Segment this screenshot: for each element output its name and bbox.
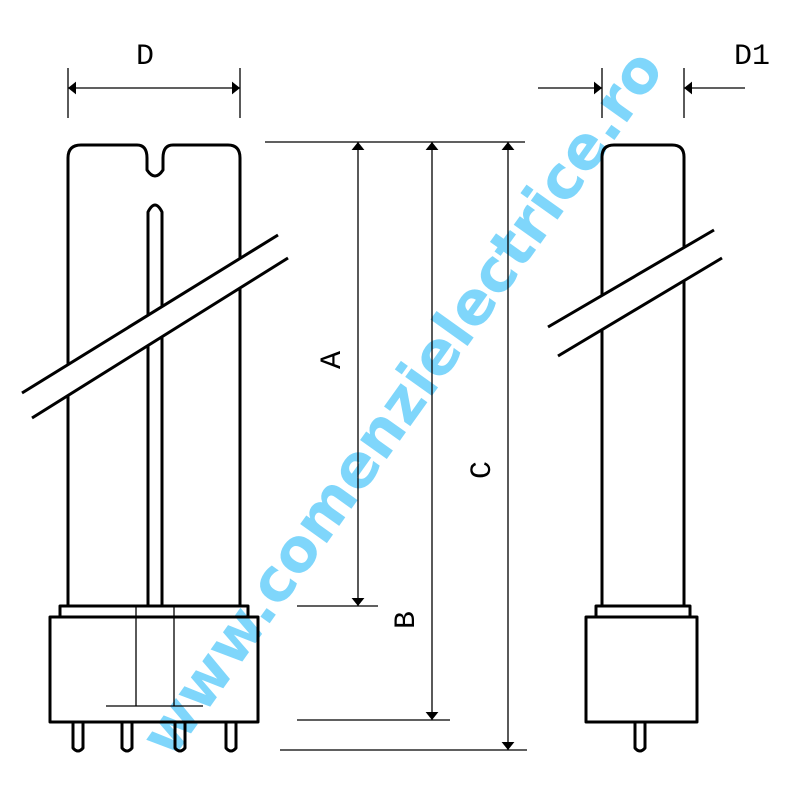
dimension-d: D <box>67 40 241 118</box>
pin <box>224 722 238 753</box>
watermark: www.comenzielectrice.ro <box>127 37 677 769</box>
dimension-c: C <box>466 142 515 750</box>
pin <box>633 722 647 753</box>
dimension-a: A <box>316 142 365 606</box>
label-d1: D1 <box>734 40 770 74</box>
break-gap <box>548 230 722 356</box>
label-a: A <box>316 351 350 369</box>
break-line <box>547 228 715 329</box>
break-line <box>21 233 279 395</box>
break-line <box>31 256 289 420</box>
label-b: B <box>390 611 424 629</box>
label-c: C <box>466 461 500 479</box>
break-gap <box>22 235 288 418</box>
extension-lines <box>265 141 527 751</box>
base-collar <box>594 604 692 617</box>
lamp-side-view <box>547 143 723 753</box>
tube-inner-slit <box>146 203 164 605</box>
break-line <box>557 256 723 358</box>
dimension-d1: D1 <box>538 40 770 118</box>
pin <box>173 722 187 753</box>
pin <box>120 722 134 753</box>
base-collar <box>58 604 250 617</box>
lamp-front-view <box>21 143 289 753</box>
tube-outline <box>600 143 686 605</box>
tube-outline <box>66 143 242 605</box>
dimension-b: B <box>390 142 439 720</box>
pin <box>71 722 85 753</box>
label-d: D <box>136 40 154 74</box>
base-body <box>584 615 699 724</box>
